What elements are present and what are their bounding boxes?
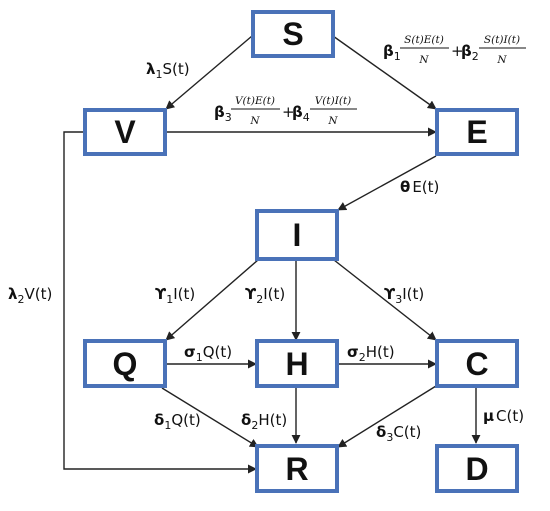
svg-text:β3: β3 — [214, 103, 232, 124]
label-q-to-r: δ1Q(t) — [154, 411, 201, 432]
node-h-label: H — [285, 346, 308, 382]
node-v-label: V — [114, 114, 136, 150]
fraction-3-denominator: N — [249, 115, 260, 127]
label-i-to-c: ϒ3I(t) — [384, 285, 424, 306]
label-q-to-h: σ1Q(t) — [184, 343, 232, 364]
node-i: I — [255, 209, 339, 261]
node-d-label: D — [465, 451, 488, 487]
edge-s-to-v — [165, 35, 253, 110]
node-h: H — [255, 339, 339, 388]
fraction-1-numerator: S(t)E(t) — [404, 34, 444, 46]
edge-i-to-c — [333, 259, 437, 341]
node-s-label: S — [282, 16, 303, 52]
svg-text:+: + — [282, 103, 295, 121]
label-i-to-h: ϒ2I(t) — [245, 285, 285, 306]
node-i-label: I — [293, 217, 302, 253]
label-v-to-e: β3 V(t)E(t) N + β4 V(t)I(t) N — [214, 95, 357, 127]
node-q: Q — [83, 339, 167, 388]
label-c-to-r: δ3C(t) — [376, 423, 421, 444]
label-i-to-q: ϒ1I(t) — [155, 285, 195, 306]
node-d: D — [435, 444, 519, 493]
fraction-4-numerator: V(t)I(t) — [315, 95, 352, 107]
edge-v-to-r — [63, 131, 257, 474]
node-c-label: C — [465, 346, 488, 382]
fraction-3-numerator: V(t)E(t) — [235, 95, 275, 107]
node-e: E — [435, 108, 519, 156]
svg-text:β4: β4 — [292, 103, 310, 124]
fraction-2-denominator: N — [496, 54, 507, 66]
edge-i-to-q — [165, 259, 259, 341]
node-r: R — [255, 444, 339, 493]
label-v-to-r: λ2V(t) — [8, 285, 52, 306]
node-q-label: Q — [113, 346, 138, 382]
label-s-to-v: λ1S(t) — [146, 60, 190, 81]
fraction-1-denominator: N — [418, 54, 429, 66]
svg-text:β2: β2 — [461, 42, 479, 63]
node-c: C — [435, 339, 519, 388]
svg-text:+: + — [451, 42, 464, 60]
node-r-label: R — [285, 451, 308, 487]
label-h-to-c: σ2H(t) — [347, 343, 395, 364]
edge-s-to-e — [332, 35, 437, 110]
svg-text:β1: β1 — [383, 42, 401, 63]
fraction-4-denominator: N — [327, 115, 338, 127]
edge-e-to-i — [337, 155, 437, 211]
node-v: V — [83, 108, 167, 156]
label-s-to-e: β1 S(t)E(t) N + β2 S(t)I(t) N — [383, 34, 526, 66]
node-e-label: E — [466, 114, 487, 150]
edge-c-to-r — [337, 385, 437, 448]
label-h-to-r: δ2H(t) — [241, 411, 287, 432]
fraction-2-numerator: S(t)I(t) — [484, 34, 520, 46]
edge-q-to-r — [161, 387, 259, 448]
node-s: S — [251, 10, 335, 58]
